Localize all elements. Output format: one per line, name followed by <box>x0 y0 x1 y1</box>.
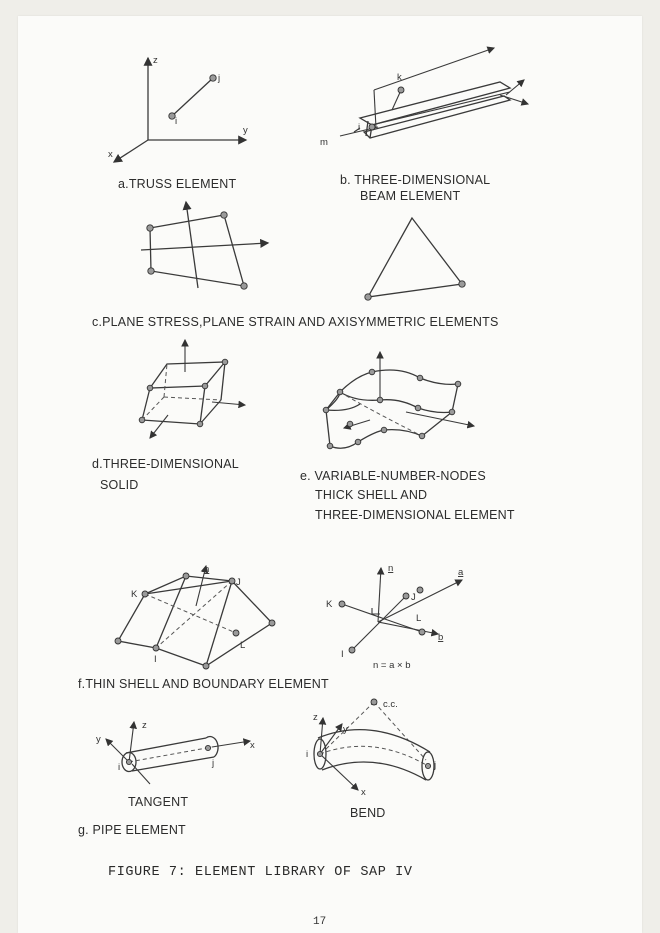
vector-J-label: J <box>411 592 416 603</box>
caption-bend: BEND <box>350 806 386 820</box>
truss-element-diagram: z y x i j <box>108 55 248 163</box>
vector-b-label: b <box>438 632 443 643</box>
shell-n-label: n <box>204 564 209 575</box>
node-j-label: j <box>217 73 220 84</box>
caption-thin-shell: f.THIN SHELL AND BOUNDARY ELEMENT <box>78 677 329 691</box>
bend-x-label: x <box>361 787 366 798</box>
bend-i-label: i <box>306 749 308 760</box>
shell-I-label: I <box>154 654 157 665</box>
figure-caption: FIGURE 7: ELEMENT LIBRARY OF SAP IV <box>108 865 413 880</box>
node-i-label: i <box>175 116 177 127</box>
caption-solid-line1: d.THREE-DIMENSIONAL <box>92 457 239 471</box>
caption-tangent: TANGENT <box>128 795 188 809</box>
caption-beam-line1: b. THREE-DIMENSIONAL <box>340 173 490 187</box>
caption-truss-element: a.TRUSS ELEMENT <box>118 177 236 191</box>
beam-node-i-label: i <box>358 122 360 133</box>
pipe-tangent-diagram: z y x i j <box>96 720 255 785</box>
bend-z-label: z <box>313 712 318 723</box>
vector-I-label: I <box>341 649 344 660</box>
bend-center-label: c.c. <box>383 699 398 710</box>
shell-J-label: J <box>236 577 241 588</box>
page-number: 17 <box>313 916 326 928</box>
pipe-bend-diagram: c.c. z y x i j <box>306 698 436 798</box>
caption-solid-line2: SOLID <box>100 478 139 492</box>
axis-y-label: y <box>243 125 248 136</box>
beam-element-diagram: k i m <box>320 46 530 148</box>
axis-x-label: x <box>108 149 113 160</box>
caption-plane-elements: c.PLANE STRESS,PLANE STRAIN AND AXISYMME… <box>92 315 499 329</box>
pipe-i-label: i <box>118 762 120 773</box>
pipe-j-label: j <box>211 758 214 769</box>
vector-a-label: a <box>458 567 464 578</box>
beam-node-m-label: m <box>320 137 328 148</box>
caption-variable-line2: THICK SHELL AND <box>315 488 427 502</box>
plane-quad-diagram <box>140 200 270 290</box>
caption-beam-line2: BEAM ELEMENT <box>360 189 461 203</box>
caption-variable-line1: e. VARIABLE-NUMBER-NODES <box>300 469 486 483</box>
shell-K-label: K <box>131 589 138 600</box>
shell-vector-diagram: n a b K J I L n = a × b <box>326 563 464 671</box>
pipe-z-label: z <box>142 720 147 731</box>
vector-L-label: L <box>416 613 421 624</box>
plane-triangle-diagram <box>364 216 466 301</box>
cross-product-equation: n = a × b <box>373 660 411 671</box>
element-library-figure: z y x i j a.TRUSS ELEMENT k i m b. THREE… <box>78 46 530 928</box>
solid-element-diagram <box>138 338 247 439</box>
pipe-x-label: x <box>250 740 255 751</box>
bend-y-label: y <box>343 724 348 735</box>
bend-j-label: j <box>433 760 436 771</box>
caption-variable-line3: THREE-DIMENSIONAL ELEMENT <box>315 508 515 522</box>
pipe-y-label: y <box>96 734 101 745</box>
beam-node-k-label: k <box>397 72 402 83</box>
vector-n-label: n <box>388 563 393 574</box>
thin-shell-diagram: n K J I L <box>114 564 276 670</box>
axis-z-label: z <box>153 55 158 66</box>
caption-pipe-element: g. PIPE ELEMENT <box>78 823 186 837</box>
document-page: z y x i j a.TRUSS ELEMENT k i m b. THREE… <box>18 16 642 933</box>
vector-K-label: K <box>326 599 333 610</box>
variable-node-element-diagram <box>322 350 476 450</box>
shell-L-label: L <box>240 640 245 651</box>
